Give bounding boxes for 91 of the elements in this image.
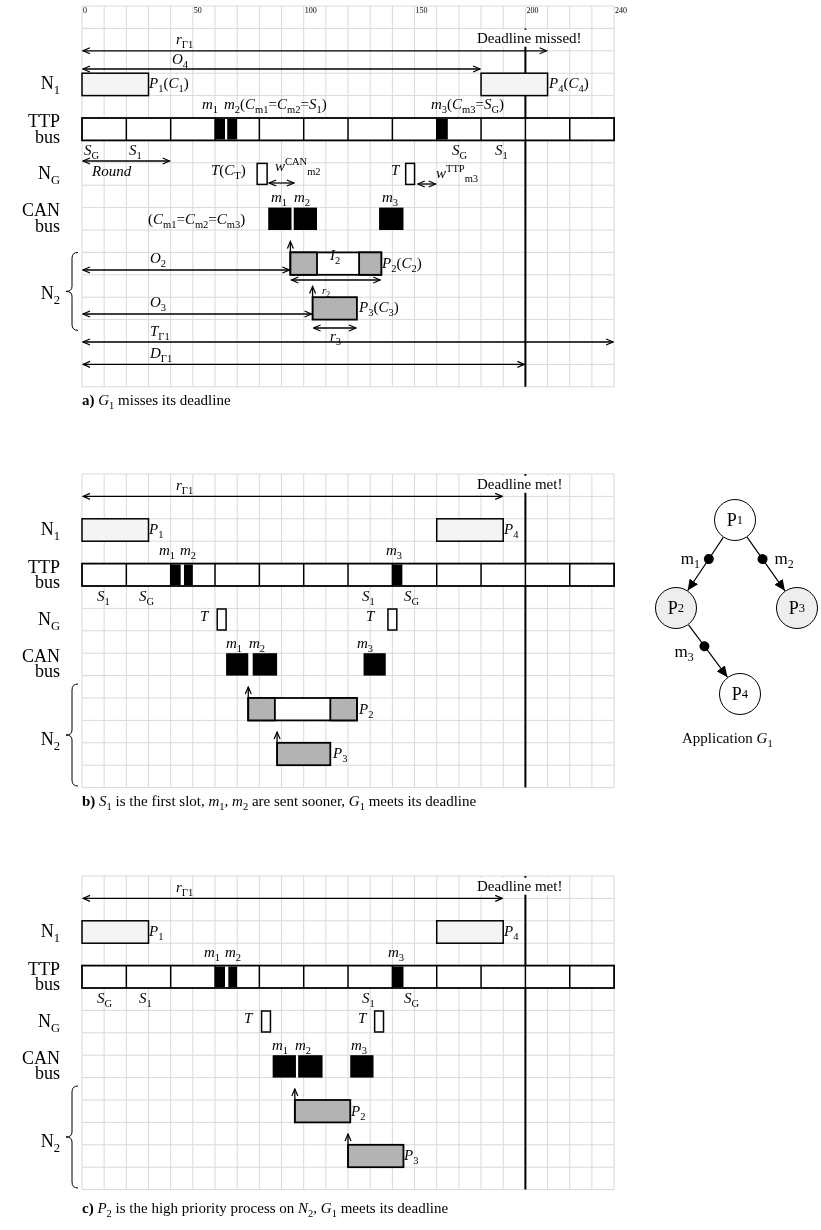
- task-label: T: [244, 1009, 253, 1027]
- dimension-label: r$_{3}$: [330, 328, 342, 345]
- row-label: TTP bus: [27, 961, 60, 993]
- dimension-label: T$_{Γ1}$: [150, 323, 170, 340]
- process-label: P$_{3}$: [333, 744, 348, 762]
- dimension-label: r$_{Γ1}$: [176, 878, 194, 896]
- dimension-label: O$_{3}$: [150, 294, 167, 311]
- dimension-label: O$_{2}$: [150, 250, 167, 267]
- tick-label: 100: [304, 7, 317, 16]
- message-label: m$_{3}$: [382, 189, 399, 206]
- row-label: N$_{G}$: [36, 166, 60, 183]
- process-label: P$_{3}$: [404, 1146, 419, 1164]
- message-label: m$_{3}$: [388, 943, 405, 961]
- slot-label: S$_{1}$: [495, 142, 508, 159]
- caption: c) P$_{2}$ is the high priority process on N$_{2}$, G$_{1}$ meets its deadline: [82, 1199, 449, 1217]
- process-label: P$_{2}$: [351, 1102, 366, 1120]
- tick-label: 0: [83, 7, 87, 16]
- arrow: [687, 536, 724, 592]
- dimension-label: Round: [92, 163, 132, 180]
- process-label: P$_{1}$: [149, 520, 164, 538]
- message-label: m$_{1}$: [202, 96, 219, 113]
- row-label: N$_{1}$: [39, 522, 60, 538]
- task-label: T: [391, 162, 400, 179]
- message-label: m$_{3}$(C$_{m3}$=S$_{G}$): [431, 96, 505, 113]
- task-label: T(C$_{T}$): [211, 162, 246, 179]
- row-label: CAN bus: [21, 648, 60, 680]
- dimension-label: r$_{Γ1}$: [176, 476, 194, 494]
- message-label: m$_{2}$(C$_{m1}$=C$_{m2}$=S$_{1}$): [224, 96, 327, 113]
- message-label: m$_{1}$: [159, 541, 176, 559]
- slot-label: S$_{1}$: [139, 989, 152, 1007]
- slot-label: S$_{G}$: [84, 142, 100, 159]
- tick-label: 200: [526, 7, 539, 16]
- process-label: P$_{4}$: [504, 520, 519, 538]
- graph-title: Application G$_{1}$: [682, 729, 773, 747]
- row-label: N$_{G}$: [36, 1014, 60, 1030]
- dimension-label: O$_{4}$: [172, 51, 189, 68]
- row-label: N$_{1}$: [39, 76, 60, 93]
- row-label: CAN bus: [21, 1050, 60, 1082]
- row-label: TTP bus: [27, 114, 60, 145]
- message-label: m$_{2}$: [225, 943, 242, 961]
- slot-label: S$_{G}$: [404, 587, 420, 605]
- process-label: P$_{4}$(C$_{4}$): [549, 75, 589, 92]
- message-label: m$_{2}$: [294, 189, 311, 206]
- edge-label: m$_{3}$: [674, 642, 694, 662]
- dimension-label: r$_{Γ1}$: [176, 31, 194, 48]
- process-label: P$_{1}$: [149, 922, 164, 940]
- slot-label: S$_{G}$: [139, 587, 155, 605]
- process-label: P$_{1}$(C$_{1}$): [149, 75, 189, 92]
- tick-label: 50: [193, 7, 202, 16]
- arrow: [687, 624, 729, 678]
- edge-label: m$_{2}$: [774, 549, 794, 569]
- slot-label: S$_{G}$: [452, 142, 468, 159]
- row-label: N$_{1}$: [39, 924, 60, 940]
- process-label: P$_{2}$: [359, 700, 374, 718]
- message-label: m$_{3}$: [351, 1036, 368, 1054]
- message-label: m$_{1}$: [271, 189, 288, 206]
- message-label: m$_{1}$: [226, 634, 243, 652]
- message-label: m$_{3}$: [386, 541, 403, 559]
- caption: a) G$_{1}$ misses its deadline: [82, 392, 231, 409]
- message-label: m$_{1}$: [204, 943, 221, 961]
- edge-label: m$_{1}$: [680, 549, 700, 569]
- row-label: N$_{2}$: [39, 732, 60, 748]
- row-label: N$_{2}$: [39, 286, 60, 303]
- row-label: N$_{G}$: [36, 612, 60, 628]
- process-label: P$_{3}$(C$_{3}$): [359, 299, 399, 316]
- slot-label: S$_{1}$: [97, 587, 110, 605]
- message-label: m$_{2}$: [249, 634, 266, 652]
- task-label: T: [358, 1009, 367, 1027]
- message-label: (C$_{m1}$=C$_{m2}$=C$_{m3}$): [148, 211, 246, 228]
- slot-label: S$_{1}$: [129, 142, 142, 159]
- slot-label: S$_{1}$: [362, 587, 375, 605]
- slot-label: S$_{1}$: [362, 989, 375, 1007]
- message-label: m$_{3}$: [357, 634, 374, 652]
- row-label: N$_{2}$: [39, 1134, 60, 1150]
- process-label: P$_{4}$: [504, 922, 519, 940]
- message-label: m$_{1}$: [272, 1036, 289, 1054]
- task-label: T: [366, 607, 375, 625]
- message-label: m$_{2}$: [295, 1036, 312, 1054]
- task-label: T: [200, 607, 209, 625]
- caption: b) S$_{1}$ is the first slot, m$_{1}$, m$_{2}$ are sent sooner, G$_{1}$ meets its deadline: [82, 792, 477, 810]
- tick-label: 150: [415, 7, 428, 16]
- dimension-label: D$_{Γ1}$: [150, 345, 173, 362]
- row-label: CAN bus: [21, 203, 60, 234]
- tick-label: 240: [615, 7, 628, 16]
- dimension-label: r$_{2}$: [322, 284, 331, 297]
- message-label: m$_{2}$: [180, 541, 197, 559]
- slot-label: S$_{G}$: [97, 989, 113, 1007]
- arrow: [746, 536, 786, 592]
- slot-label: S$_{G}$: [404, 989, 420, 1007]
- row-label: TTP bus: [27, 559, 60, 591]
- process-label: P$_{2}$(C$_{2}$): [382, 255, 422, 272]
